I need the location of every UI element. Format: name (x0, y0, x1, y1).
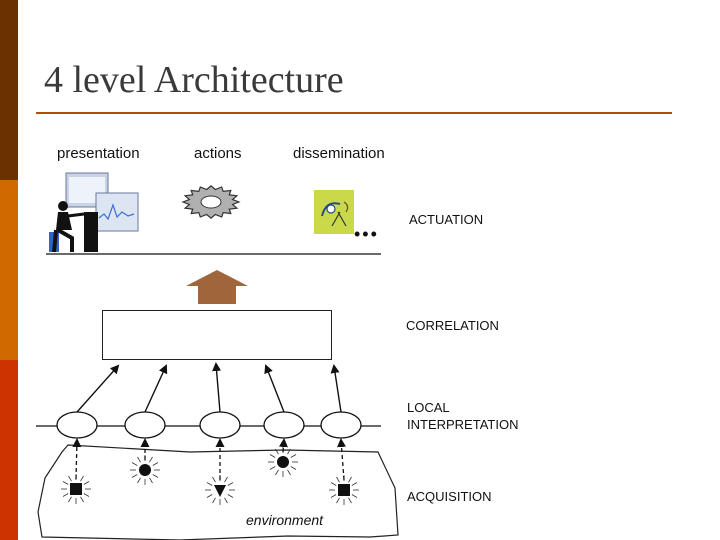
sensor-halo-ray (212, 497, 216, 504)
interpretation-node (263, 411, 305, 439)
sensor-halo-ray (83, 481, 90, 485)
up-block-arrow (186, 270, 248, 304)
sensor-halo-ray (275, 448, 279, 455)
interpretation-node (199, 411, 241, 439)
sensor-halo-ray (149, 477, 153, 484)
sensor-halo-ray (68, 475, 72, 482)
sensor-halo-ray (149, 456, 153, 463)
sensor-halo-ray (131, 474, 138, 478)
correlation-arrow (144, 364, 168, 413)
more-ellipsis: ••• (354, 224, 379, 244)
correlation-arrow (76, 364, 120, 413)
sensor-halo-ray (287, 448, 291, 455)
sensor-halo-ray (348, 497, 352, 504)
environment-boundary (37, 444, 399, 540)
sensor-halo-ray (224, 497, 228, 504)
interpretation-nodes (56, 411, 362, 439)
sensor-circle (139, 464, 151, 476)
sensor-halo-ray (336, 497, 340, 504)
sensor-halo-ray (224, 476, 228, 483)
gear-icon (181, 185, 241, 219)
title-underline (36, 112, 672, 114)
sensor-halo-ray (330, 494, 337, 498)
sensor-halo-ray (152, 474, 159, 478)
sensor-halo-ray (227, 494, 234, 498)
level-local-line2: INTERPRETATION (407, 417, 519, 432)
sensor-halo-ray (68, 496, 72, 503)
sensor-halo-ray (351, 482, 358, 486)
sensor-square (70, 483, 82, 495)
sensor-halo-ray (351, 494, 358, 498)
sensor-circle (277, 456, 289, 468)
sensor-halo-ray (348, 476, 352, 483)
sensor-halo-ray (62, 493, 69, 497)
sensor-halo-ray (290, 454, 297, 458)
wireless-broadcast-icon (314, 190, 354, 234)
interpretation-node (124, 411, 166, 439)
sensor-halo-ray (152, 462, 159, 466)
slide-title: 4 level Architecture (44, 59, 344, 101)
level-acquisition: ACQUISITION (407, 489, 492, 504)
interpretation-node (56, 411, 98, 439)
correlation-box (102, 310, 332, 360)
sensor-halo-ray (336, 476, 340, 483)
sensor-halo-ray (83, 493, 90, 497)
level-correlation: CORRELATION (406, 318, 499, 333)
label-dissemination: dissemination (293, 145, 385, 162)
label-actions: actions (194, 145, 242, 162)
label-presentation: presentation (57, 145, 140, 162)
sensor-halo-ray (131, 462, 138, 466)
sensor-halo-ray (290, 466, 297, 470)
level-local-line1: LOCAL (407, 400, 450, 415)
correlation-arrows (76, 362, 342, 413)
acquisition-link (337, 438, 347, 481)
sensor-halo-ray (287, 469, 291, 476)
sensor-halo-ray (275, 469, 279, 476)
sensor-triangle (214, 485, 226, 497)
correlation-arrow (330, 364, 342, 413)
sensor-halo-ray (137, 477, 141, 484)
correlation-arrow (264, 364, 285, 413)
sensor-nodes (61, 438, 359, 505)
sensor-halo-ray (80, 496, 84, 503)
sensor-halo-ray (330, 482, 337, 486)
interpretation-node (320, 411, 362, 439)
slide-sidebar (0, 0, 18, 540)
sensor-halo-ray (269, 466, 276, 470)
acquisition-link (278, 438, 288, 453)
sidebar-segment-light (0, 360, 18, 540)
level-local-interpretation: LOCAL INTERPRETATION (407, 399, 518, 433)
sidebar-segment-dark (0, 0, 18, 180)
sensor-halo-ray (206, 482, 213, 486)
sensor-square (338, 484, 350, 496)
sidebar-segment-mid (0, 180, 18, 360)
sensor-halo-ray (206, 494, 213, 498)
sensor-halo-ray (212, 476, 216, 483)
sensor-halo-ray (227, 482, 234, 486)
sensor-halo-ray (80, 475, 84, 482)
level-actuation: ACTUATION (409, 212, 484, 227)
sensor-halo-ray (137, 456, 141, 463)
environment-label: environment (246, 512, 324, 528)
sensor-halo-ray (269, 454, 276, 458)
sensor-halo-ray (62, 481, 69, 485)
person-at-computer-icon (49, 172, 139, 253)
correlation-arrow (212, 362, 222, 413)
